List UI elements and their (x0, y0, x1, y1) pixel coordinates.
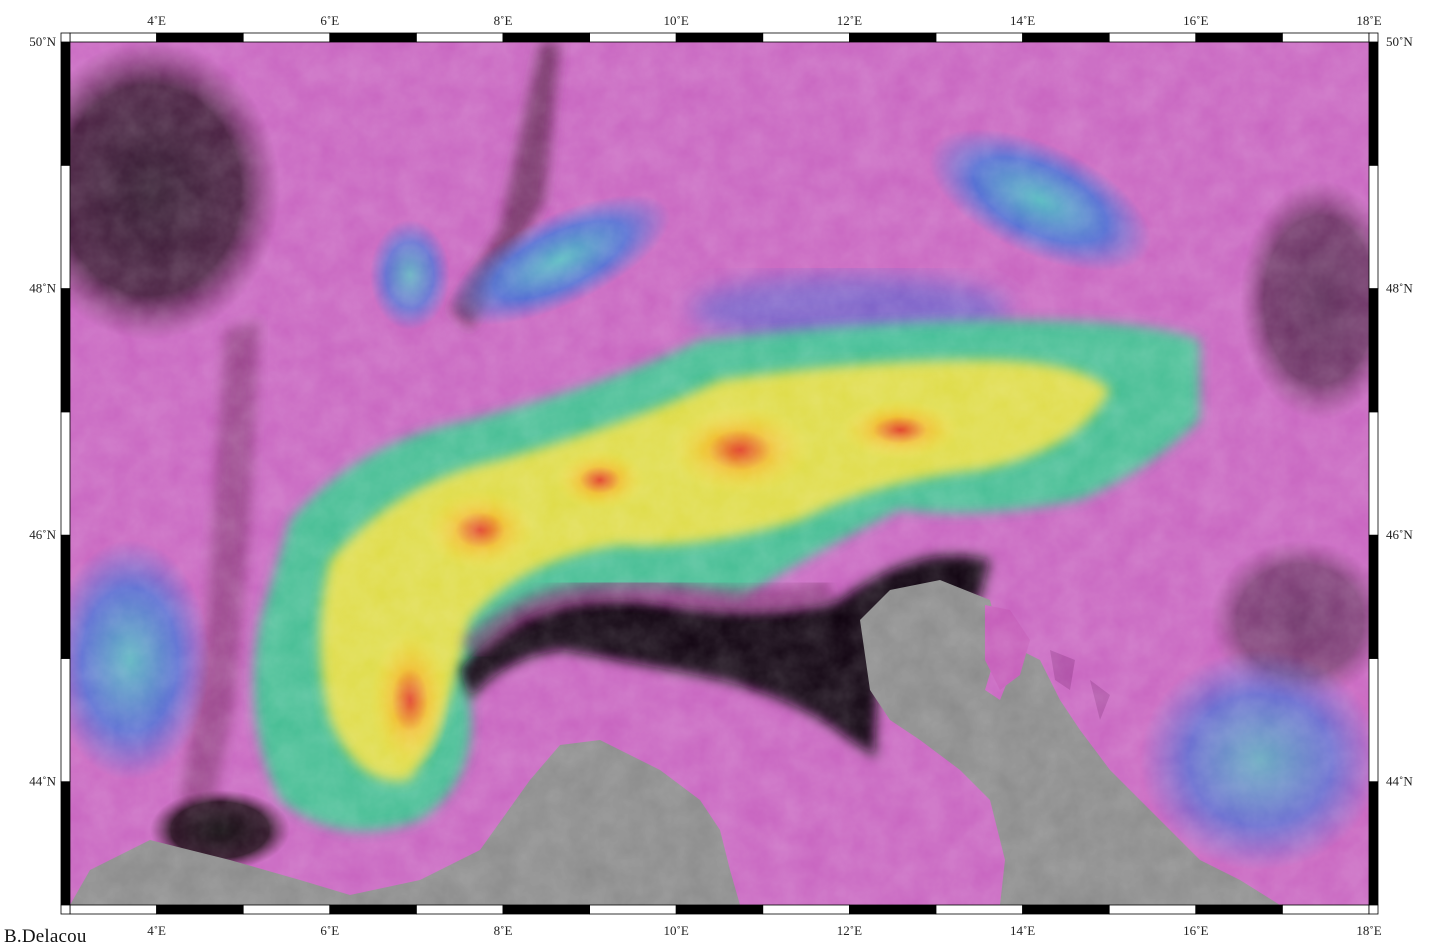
lon-tick-label-bottom: 14˚E (1010, 923, 1035, 938)
lat-tick-label-right: 44˚N (1386, 774, 1413, 789)
frame-segment-right (1368, 411, 1379, 536)
frame-segment-bottom (935, 904, 1023, 915)
frame-segment-left (60, 411, 71, 536)
lon-tick-label-top: 14˚E (1010, 13, 1035, 28)
frame-segment-bottom (1195, 904, 1283, 915)
lon-tick-label-bottom: 10˚E (664, 923, 689, 938)
frame-segment-top (329, 32, 417, 43)
frame-segment-bottom (156, 904, 244, 915)
lon-tick-label-top: 12˚E (837, 13, 862, 28)
frame-corner (60, 32, 71, 43)
frame-corner (1368, 904, 1379, 915)
frame-segment-right (1368, 41, 1379, 166)
frame-segment-top (242, 32, 331, 43)
frame-segment-top (415, 32, 504, 43)
frame-segment-bottom (502, 904, 590, 915)
lat-tick-label-right: 46˚N (1386, 527, 1413, 542)
lat-tick-label-left: 46˚N (29, 527, 56, 542)
hillshade-texture (70, 42, 1369, 905)
frame-segment-top (1108, 32, 1197, 43)
frame-segment-top (675, 32, 764, 43)
frame-segment-bottom (589, 904, 677, 915)
lat-tick-label-left: 44˚N (29, 774, 56, 789)
frame-segment-top (589, 32, 677, 43)
frame-segment-right (1368, 534, 1379, 659)
frame-segment-left (60, 41, 71, 166)
lat-tick-label-left: 50˚N (29, 34, 56, 49)
frame-segment-left (60, 534, 71, 659)
frame-segment-top (1195, 32, 1283, 43)
lon-tick-label-top: 18˚E (1356, 13, 1381, 28)
frame-segment-left (60, 781, 71, 906)
lat-tick-label-right: 50˚N (1386, 34, 1413, 49)
frame-segment-top (156, 32, 244, 43)
frame-segment-left (60, 288, 71, 413)
frame-segment-bottom (1108, 904, 1197, 915)
frame-corner (60, 904, 71, 915)
frame-segment-right (1368, 781, 1379, 906)
author-credit: B.Delacou (4, 926, 87, 947)
frame-corner (1368, 32, 1379, 43)
frame-segment-top (1282, 32, 1370, 43)
frame-segment-bottom (242, 904, 331, 915)
frame-segment-left (60, 658, 71, 783)
lon-tick-label-bottom: 4˚E (147, 923, 166, 938)
frame-segment-top (849, 32, 937, 43)
frame-segment-top (1022, 32, 1110, 43)
frame-segment-bottom (762, 904, 850, 915)
lon-tick-label-bottom: 12˚E (837, 923, 862, 938)
frame-segment-bottom (415, 904, 504, 915)
lon-tick-label-top: 6˚E (320, 13, 339, 28)
lon-tick-label-top: 4˚E (147, 13, 166, 28)
frame-segment-top (935, 32, 1023, 43)
lat-tick-label-right: 48˚N (1386, 281, 1413, 296)
frame-segment-right (1368, 164, 1379, 289)
frame-segment-bottom (329, 904, 417, 915)
frame-segment-top (502, 32, 590, 43)
lat-tick-label-left: 48˚N (29, 281, 56, 296)
frame-segment-bottom (69, 904, 157, 915)
lon-tick-label-bottom: 6˚E (320, 923, 339, 938)
frame-segment-bottom (849, 904, 937, 915)
lon-tick-label-top: 16˚E (1183, 13, 1208, 28)
frame-segment-right (1368, 658, 1379, 783)
lon-tick-label-top: 8˚E (494, 13, 513, 28)
map-frame (60, 32, 1379, 915)
lon-tick-label-bottom: 8˚E (494, 923, 513, 938)
lon-tick-label-top: 10˚E (664, 13, 689, 28)
frame-segment-right (1368, 288, 1379, 413)
frame-segment-top (762, 32, 850, 43)
frame-segment-bottom (1282, 904, 1370, 915)
frame-segment-left (60, 164, 71, 289)
map-interior (70, 42, 1369, 905)
frame-segment-bottom (1022, 904, 1110, 915)
frame-segment-top (69, 32, 157, 43)
lon-tick-label-bottom: 16˚E (1183, 923, 1208, 938)
graticule-labels: 4˚E 4˚E 6˚E 6˚E 8˚E 8˚E 10˚E 10˚E 12˚E 12˚E 14˚E 14… (29, 13, 1413, 938)
frame-segment-bottom (675, 904, 764, 915)
lon-tick-label-bottom: 18˚E (1356, 923, 1381, 938)
